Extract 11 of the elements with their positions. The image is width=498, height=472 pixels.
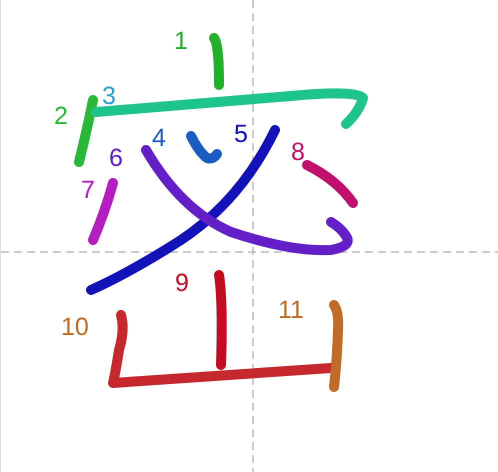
stroke-number: 8 xyxy=(291,140,305,165)
stroke-number: 3 xyxy=(102,84,116,109)
stroke-number: 10 xyxy=(61,315,89,340)
stroke-number: 11 xyxy=(278,298,304,323)
stroke-number: 6 xyxy=(109,146,123,171)
stroke-number: 7 xyxy=(81,178,95,203)
stroke-number: 1 xyxy=(174,29,188,54)
stroke-number: 2 xyxy=(54,104,68,129)
stroke-number: 4 xyxy=(152,126,166,151)
stroke-number: 5 xyxy=(234,122,248,147)
stroke-number: 9 xyxy=(175,271,189,296)
